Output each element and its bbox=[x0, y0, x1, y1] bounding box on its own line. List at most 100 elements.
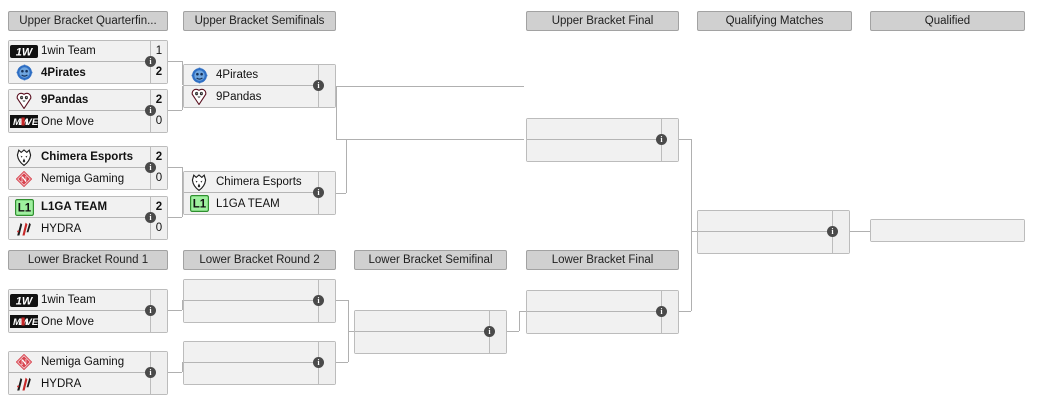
match-team-row[interactable] bbox=[184, 301, 335, 322]
connector-line bbox=[182, 300, 183, 310]
match-team-row[interactable]: Chimera Esports bbox=[184, 171, 335, 193]
match-info-icon[interactable]: i bbox=[145, 367, 156, 378]
team-score: 2 bbox=[150, 89, 167, 111]
team-score bbox=[661, 290, 678, 312]
round-header-lb-sf[interactable]: Lower Bracket Semifinal bbox=[354, 250, 507, 270]
svg-text:L1: L1 bbox=[192, 199, 206, 211]
match-team-row[interactable] bbox=[527, 290, 678, 312]
team-name: One Move bbox=[41, 115, 95, 128]
match-team-row[interactable]: MMMVEOne Move bbox=[9, 311, 167, 332]
connector-line bbox=[336, 86, 337, 139]
team-score bbox=[318, 193, 335, 214]
connector-line bbox=[348, 331, 354, 332]
1win-logo: 1W bbox=[9, 41, 39, 62]
match-info-icon[interactable]: i bbox=[656, 306, 667, 317]
match-info-icon[interactable]: i bbox=[484, 326, 495, 337]
match-info-icon[interactable]: i bbox=[313, 80, 324, 91]
round-header-qual[interactable]: Qualified bbox=[870, 11, 1025, 31]
round-header-lb-f[interactable]: Lower Bracket Final bbox=[526, 250, 679, 270]
match-team-row[interactable]: HYDRA bbox=[9, 373, 167, 394]
connector-line bbox=[336, 300, 348, 301]
match-info-icon[interactable]: i bbox=[145, 105, 156, 116]
connector-line bbox=[182, 86, 183, 110]
match-ubqf2[interactable]: 9Pandas2MMMVEOne Move 0 bbox=[8, 89, 168, 133]
connector-line bbox=[336, 86, 524, 87]
match-qualified1[interactable] bbox=[870, 219, 1025, 242]
chimera-logo bbox=[9, 147, 39, 168]
match-info-icon[interactable]: i bbox=[145, 162, 156, 173]
match-lbr2-2[interactable] bbox=[183, 341, 336, 385]
hydra-logo bbox=[9, 373, 39, 394]
team-score bbox=[318, 171, 335, 193]
team-score bbox=[832, 232, 849, 253]
match-lbf1[interactable] bbox=[526, 290, 679, 334]
team-name: One Move bbox=[41, 315, 95, 328]
match-team-row[interactable]: MMMVEOne Move 0 bbox=[9, 111, 167, 132]
round-header-ub-sf[interactable]: Upper Bracket Semifinals bbox=[183, 11, 336, 31]
match-info-icon[interactable]: i bbox=[145, 305, 156, 316]
match-info-icon[interactable]: i bbox=[313, 187, 324, 198]
round-header-qm[interactable]: Qualifying Matches bbox=[697, 11, 852, 31]
match-team-row[interactable] bbox=[527, 118, 678, 140]
match-info-icon[interactable]: i bbox=[313, 295, 324, 306]
round-header-lb-r2[interactable]: Lower Bracket Round 2 bbox=[183, 250, 336, 270]
svg-text:VE: VE bbox=[26, 117, 39, 128]
match-team-row[interactable] bbox=[527, 140, 678, 161]
match-info-icon[interactable]: i bbox=[313, 357, 324, 368]
connector-line bbox=[679, 311, 691, 312]
round-header-lb-r1[interactable]: Lower Bracket Round 1 bbox=[8, 250, 168, 270]
team-score bbox=[150, 373, 167, 394]
connector-line bbox=[336, 362, 348, 363]
match-team-row[interactable] bbox=[184, 341, 335, 363]
round-header-ub-qf[interactable]: Upper Bracket Quarterfin... bbox=[8, 11, 168, 31]
match-team-row[interactable] bbox=[871, 220, 1024, 241]
match-team-row[interactable] bbox=[355, 310, 506, 332]
match-info-icon[interactable]: i bbox=[145, 56, 156, 67]
team-score bbox=[661, 118, 678, 140]
match-ubf1[interactable] bbox=[526, 118, 679, 162]
svg-text:N: N bbox=[21, 174, 28, 184]
match-team-row[interactable]: 9Pandas bbox=[184, 86, 335, 107]
match-info-icon[interactable]: i bbox=[656, 134, 667, 145]
team-logo-placeholder bbox=[184, 301, 214, 322]
match-lbr2-1[interactable] bbox=[183, 279, 336, 323]
connector-line bbox=[182, 362, 183, 372]
match-qm1[interactable] bbox=[697, 210, 850, 254]
match-team-row[interactable] bbox=[184, 279, 335, 301]
match-team-row[interactable] bbox=[527, 312, 678, 333]
match-lbsf1[interactable] bbox=[354, 310, 507, 354]
connector-line bbox=[691, 231, 692, 311]
match-info-icon[interactable]: i bbox=[827, 226, 838, 237]
match-team-row[interactable]: 4Pirates bbox=[184, 64, 335, 86]
1win-logo: 1W bbox=[9, 290, 39, 311]
match-info-icon[interactable]: i bbox=[145, 212, 156, 223]
round-header-ub-f[interactable]: Upper Bracket Final bbox=[526, 11, 679, 31]
match-team-row[interactable] bbox=[698, 232, 849, 253]
connector-line bbox=[691, 139, 692, 231]
onemove-logo: MMMVE bbox=[9, 111, 39, 132]
team-score: 0 bbox=[150, 111, 167, 132]
match-team-row[interactable] bbox=[698, 210, 849, 232]
connector-line bbox=[348, 331, 349, 362]
connector-line bbox=[182, 167, 183, 192]
match-team-row[interactable] bbox=[184, 363, 335, 384]
team-score bbox=[661, 140, 678, 161]
match-team-row[interactable] bbox=[355, 332, 506, 353]
